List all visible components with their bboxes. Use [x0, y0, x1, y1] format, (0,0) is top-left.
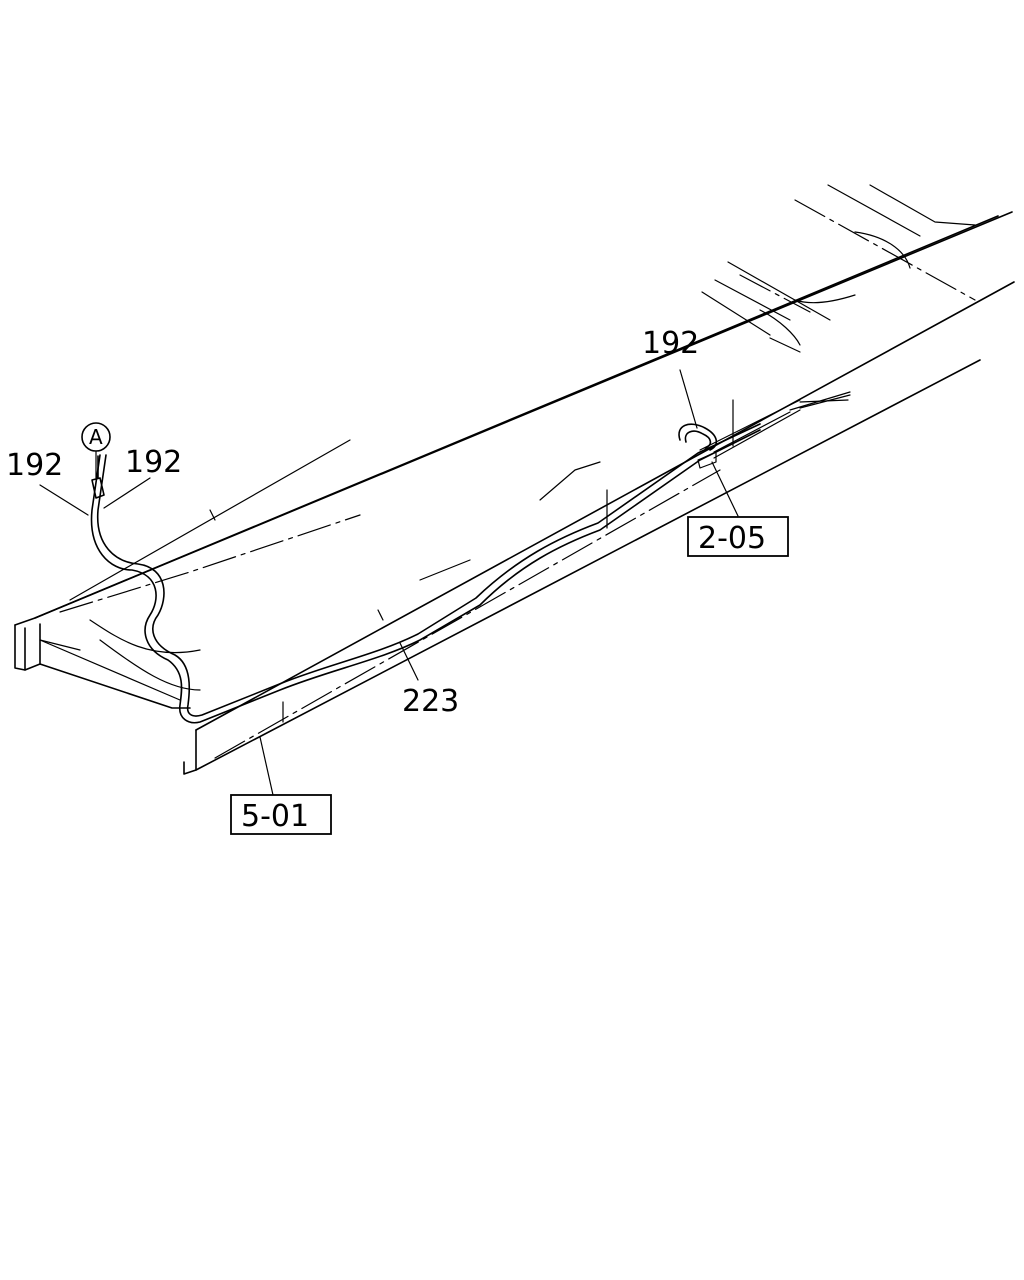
callout-labels: 192 192 192 223 A [6, 326, 699, 719]
callout-223: 223 [402, 684, 459, 719]
ref-box-rear [687, 516, 789, 557]
detail-circle [81, 422, 111, 452]
callout-192-center: 192 [125, 445, 182, 480]
ref-box-front [230, 794, 332, 835]
reference-boxes: 2-05 5-01 [230, 516, 789, 835]
leader-lines [39, 369, 739, 796]
cross-members [701, 184, 976, 411]
callout-192-left: 192 [6, 448, 63, 483]
ref-label-front: 5-01 [241, 799, 309, 834]
hose-223 [90, 409, 801, 724]
ref-label-rear: 2-05 [698, 521, 766, 556]
callout-192-right: 192 [642, 326, 699, 361]
frame-rail [14, 211, 1015, 775]
detail-circle-label: A [89, 425, 103, 449]
